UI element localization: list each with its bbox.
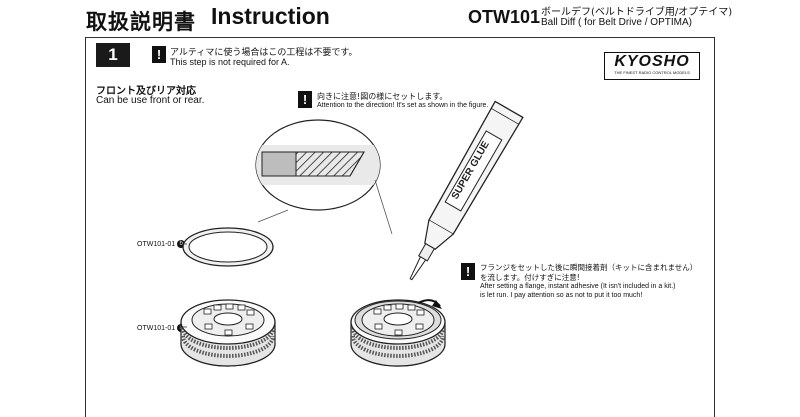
subtitle-english: Ball Diff ( for Belt Drive / OPTIMA) [541,17,692,28]
logo-tagline: THE FINEST RADIO CONTROL MODELS [614,70,690,75]
diff-pulley-assembled [350,299,446,367]
glue-note-japanese-2: を流します。付けすぎに注意! [480,273,580,282]
subtitle-japanese: ボールデフ(ベルトドライブ用/オプテイマ) [541,7,733,18]
exclamation-icon: ! [461,263,475,280]
super-glue-bottle: SUPER GLUE [409,100,524,281]
front-rear-note-english: Can be use front or rear. [96,95,205,106]
direction-note-english: Attention to the direction! It's set as … [317,102,489,109]
exclamation-icon: ! [152,46,166,63]
instruction-frame [85,37,715,417]
direction-note-japanese: 向きに注意!図の様にセットします。 [317,92,448,101]
cross-section-detail [255,119,393,235]
step-warning-english: This step is not required for A. [170,57,290,67]
part-code: OTW101 [468,7,541,27]
assembly-illustration: SUPER GLUE [179,100,524,367]
step-warning-japanese: アルティマに使う場合はこの工程は不要です。 [170,48,358,58]
exclamation-icon: ! [298,91,312,108]
glue-note-japanese-1: フランジをセットした後に瞬間接着剤（キットに含まれません） [480,263,698,272]
step-number: 1 [96,43,130,67]
flange-ring [179,227,274,267]
logo-text: KYOSHO [614,53,690,70]
title-english: Instruction [211,3,330,29]
front-rear-note-japanese: フロント及びリア対応 [96,86,196,97]
diff-pulley [180,299,276,367]
pulley-part-code: OTW101-01 [137,324,176,332]
title-japanese: 取扱説明書 [86,10,196,34]
flange-part-code: OTW101-01 [137,240,176,248]
glue-note-english-1: After setting a flange, instant adhesive… [480,283,676,290]
glue-note-english-2: is let run. I pay attention so as not to… [480,292,643,299]
kyosho-logo: KYOSHO THE FINEST RADIO CONTROL MODELS [604,52,700,80]
